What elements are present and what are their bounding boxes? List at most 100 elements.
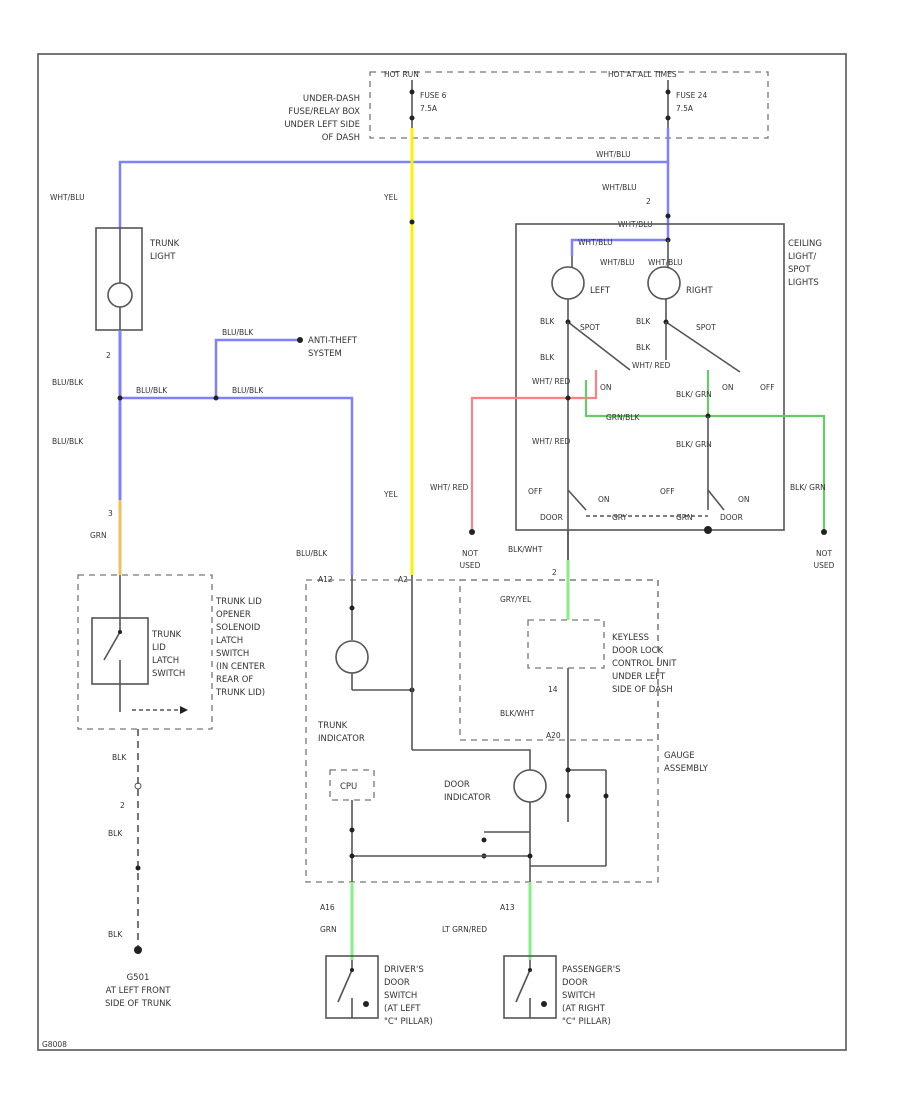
label-wht-blu-top: WHT/BLU	[596, 150, 631, 159]
trunk-light: TRUNK LIGHT	[95, 227, 180, 331]
svg-text:LATCH: LATCH	[152, 656, 179, 666]
svg-text:KEYLESS: KEYLESS	[612, 633, 649, 643]
wire-blu-blk	[117, 330, 354, 575]
label-blu-blk-e: BLU/BLK	[52, 437, 84, 446]
label-lt-grn-red: LT GRN/RED	[442, 925, 487, 934]
svg-text:ANTI-THEFT: ANTI-THEFT	[308, 336, 358, 346]
label-pin-a20: A20	[546, 731, 561, 740]
svg-text:INDICATOR: INDICATOR	[444, 793, 491, 803]
label-blu-blk-b: BLU/BLK	[136, 386, 168, 395]
svg-text:REAR OF: REAR OF	[216, 675, 253, 685]
svg-text:GAUGE: GAUGE	[664, 751, 695, 761]
svg-text:ON: ON	[598, 495, 610, 504]
label-pin-2d: 2	[552, 568, 557, 577]
svg-text:"C" PILLAR): "C" PILLAR)	[562, 1017, 611, 1027]
cpu-block: CPU	[329, 769, 533, 900]
svg-text:DOOR: DOOR	[384, 978, 410, 988]
svg-text:PASSENGER'S: PASSENGER'S	[562, 965, 621, 975]
fuse-24: FUSE 24 7.5A	[665, 80, 707, 128]
svg-text:OFF: OFF	[528, 487, 543, 496]
label-pin-a13: A13	[500, 903, 515, 912]
label-blkgrn-1: BLK/ GRN	[676, 390, 712, 399]
label-wht-blu-left: WHT/BLU	[50, 193, 85, 202]
label-grn: GRN	[90, 531, 107, 540]
svg-text:LIGHT: LIGHT	[150, 252, 176, 262]
trunk-latch-box	[77, 574, 213, 730]
gauge-assembly-label: GAUGE ASSEMBLY	[664, 751, 709, 774]
svg-text:ON: ON	[738, 495, 750, 504]
svg-text:AT LEFT FRONT: AT LEFT FRONT	[106, 986, 172, 996]
label-whtred-3: WHT/ RED	[532, 437, 570, 446]
svg-text:DOOR LOCK: DOOR LOCK	[612, 646, 664, 656]
label-blk-right-lower: BLK	[636, 343, 651, 352]
label-blu-blk-f: BLU/BLK	[296, 549, 328, 558]
ground-g501: G501 AT LEFT FRONT SIDE OF TRUNK	[105, 973, 171, 1009]
trunk-latch-description: TRUNK LID OPENER SOLENOID LATCH SWITCH (…	[215, 597, 265, 698]
label-pin-2b: 2	[106, 351, 111, 360]
label-blk-4: BLK	[540, 317, 555, 326]
label-whtred-2: WHT/ RED	[632, 361, 670, 370]
svg-text:(AT LEFT: (AT LEFT	[384, 1004, 421, 1014]
label-pin-a16: A16	[320, 903, 335, 912]
svg-text:TRUNK LID): TRUNK LID)	[215, 688, 265, 698]
label-wht-blu-right1: WHT/BLU	[602, 183, 637, 192]
label-on-2: ON	[722, 383, 734, 392]
svg-text:(AT RIGHT: (AT RIGHT	[562, 1004, 606, 1014]
svg-text:TRUNK: TRUNK	[151, 630, 182, 640]
fuse-box-description: UNDER-DASH FUSE/RELAY BOX UNDER LEFT SID…	[284, 94, 360, 143]
svg-text:LID: LID	[152, 643, 166, 653]
svg-text:LEFT: LEFT	[590, 286, 611, 296]
svg-text:SIDE OF DASH: SIDE OF DASH	[612, 685, 673, 695]
label-blk-2: BLK	[108, 829, 123, 838]
wire-grn-blk	[584, 370, 827, 535]
label-blk-left-lower: BLK	[540, 353, 555, 362]
label-pin-a12: A12	[318, 575, 333, 584]
wire-blk-ground	[134, 729, 142, 954]
label-pin-3: 3	[108, 509, 113, 518]
wire-yel	[409, 128, 415, 575]
svg-text:TRUNK LID: TRUNK LID	[215, 597, 262, 607]
svg-text:OFF: OFF	[660, 487, 675, 496]
hot-at-all-times-label: HOT AT ALL TIMES	[608, 70, 677, 79]
label-wht-blu-inner: WHT/BLU	[578, 238, 613, 247]
svg-text:GRN: GRN	[676, 513, 693, 522]
label-blu-blk-d: BLU/BLK	[222, 328, 254, 337]
svg-text:"C" PILLAR): "C" PILLAR)	[384, 1017, 433, 1027]
keyless-unit-label: KEYLESS DOOR LOCK CONTROL UNIT UNDER LEF…	[612, 633, 677, 695]
label-grn-blk: GRN/BLK	[606, 413, 640, 422]
label-pin-2c: 2	[120, 801, 125, 810]
svg-text:SPOT: SPOT	[580, 323, 600, 332]
keyless-unit	[527, 619, 605, 669]
svg-text:LATCH: LATCH	[216, 636, 243, 646]
svg-text:SPOT: SPOT	[788, 265, 811, 275]
svg-text:INDICATOR: INDICATOR	[318, 734, 365, 744]
svg-text:FUSE 6: FUSE 6	[420, 91, 447, 100]
svg-text:SWITCH: SWITCH	[216, 649, 249, 659]
label-off-1: OFF	[760, 383, 775, 392]
label-pin-a2: A2	[398, 575, 408, 584]
label-blk-3: BLK	[108, 930, 123, 939]
not-used-1: NOT USED	[460, 549, 481, 570]
label-blk-wht-1: BLK/WHT	[508, 545, 543, 554]
spot-switches: SPOT SPOT	[565, 319, 741, 373]
ceiling-light-box	[515, 223, 785, 531]
fuse-6: FUSE 6 7.5A	[409, 80, 447, 128]
svg-text:SWITCH: SWITCH	[152, 669, 185, 679]
right-spot-lamp: RIGHT	[647, 240, 713, 322]
svg-text:GRY: GRY	[612, 513, 628, 522]
label-blk-wht-2: BLK/WHT	[500, 709, 535, 718]
svg-text:UNDER LEFT SIDE: UNDER LEFT SIDE	[284, 120, 360, 130]
svg-text:SWITCH: SWITCH	[384, 991, 417, 1001]
anti-theft-label: ANTI-THEFT SYSTEM	[308, 336, 358, 359]
svg-text:SPOT: SPOT	[696, 323, 716, 332]
svg-text:DOOR: DOOR	[720, 513, 743, 522]
svg-text:DOOR: DOOR	[562, 978, 588, 988]
door-switches-ceiling: OFF ON OFF ON DOOR DOOR GRY GRN	[528, 416, 750, 534]
svg-text:(IN CENTER: (IN CENTER	[216, 662, 265, 672]
svg-text:NOT: NOT	[816, 549, 833, 558]
svg-text:UNDER LEFT: UNDER LEFT	[612, 672, 666, 682]
svg-text:CPU: CPU	[340, 782, 357, 792]
door-indicator: DOOR INDICATOR	[444, 736, 609, 900]
gauge-inner-region	[459, 579, 659, 741]
